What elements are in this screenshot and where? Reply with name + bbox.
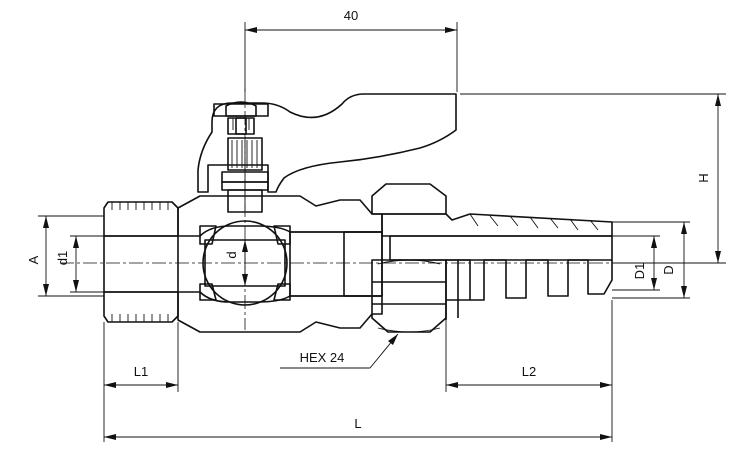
hex-nut [371, 183, 447, 333]
dimension-H: H [460, 93, 726, 264]
dimension-D: D [612, 221, 690, 299]
dimension-d1: d1 [55, 235, 104, 293]
dimension-L2: L2 [445, 300, 613, 442]
dimension-L-label: L [354, 416, 361, 431]
left-threaded-end [103, 201, 179, 323]
dimension-L: L [104, 416, 612, 440]
dimension-40: 40 [244, 8, 458, 92]
dimension-40-label: 40 [344, 8, 358, 23]
hex-24-label: HEX 24 [300, 350, 345, 365]
dimension-L1-label: L1 [134, 364, 148, 379]
dimension-H-label: H [696, 173, 711, 182]
dimension-D1: D1 [612, 235, 660, 291]
dimension-D-label: D [661, 265, 676, 274]
dimension-A: A [26, 215, 104, 297]
dimension-L2-label: L2 [522, 364, 536, 379]
dimension-d1-label: d1 [55, 251, 70, 265]
dimension-A-label: A [26, 255, 41, 264]
dimension-L1: L1 [103, 322, 179, 442]
dimension-d: d [224, 240, 248, 286]
hex-24-leader: HEX 24 [280, 333, 399, 369]
valve-body [177, 195, 383, 333]
center-lines [60, 88, 650, 330]
hose-barb-fitting [381, 213, 613, 320]
dimension-d-label: d [224, 251, 239, 258]
lever-handle [197, 93, 457, 193]
dimension-D1-label: D1 [632, 263, 647, 280]
